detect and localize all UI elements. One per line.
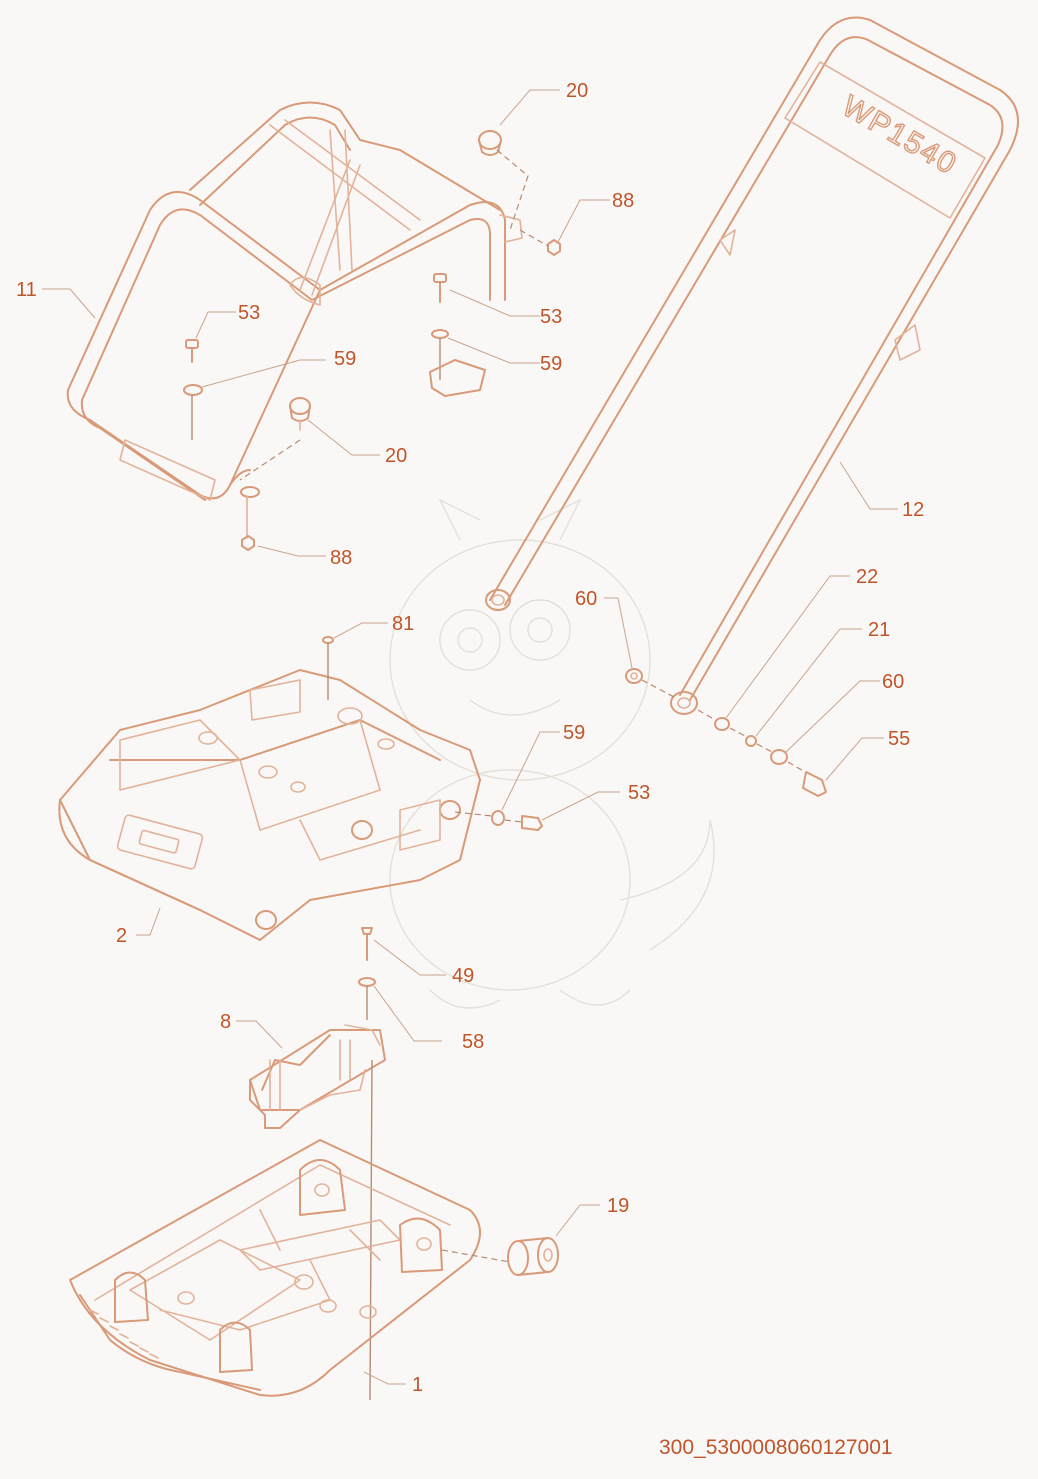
part-88-nut-upper	[547, 239, 561, 256]
brand-plate-text: WP1540	[837, 89, 964, 181]
part-1-base-plate	[69, 1139, 481, 1397]
part-20-cap-lower	[289, 397, 311, 431]
callout-22: 22	[856, 566, 878, 588]
part-11-guard-frame	[66, 101, 523, 501]
callout-59-left: 59	[334, 348, 356, 370]
callout-8: 8	[220, 1011, 231, 1033]
callout-2: 2	[116, 925, 127, 947]
axis-88-upper	[519, 229, 549, 247]
callout-21: 21	[868, 619, 890, 641]
callout-60-left: 60	[575, 588, 597, 610]
callout-20-lower: 20	[385, 445, 407, 467]
part-81-screw	[322, 636, 334, 700]
callout-59-side: 59	[563, 722, 585, 744]
callout-53-right: 53	[540, 306, 562, 328]
callout-12: 12	[902, 499, 924, 521]
part-49-screw	[361, 927, 373, 961]
callout-53-left: 53	[238, 302, 260, 324]
callout-59-right: 59	[540, 353, 562, 375]
handle-fasteners	[625, 668, 827, 797]
callout-55: 55	[888, 728, 910, 750]
callout-88-lower: 88	[330, 547, 352, 569]
part-88-nut-lower	[240, 486, 260, 551]
part-53-bolt-left	[183, 339, 203, 440]
callout-labels: 11 20 88 53 53 59 59 20 88 12 22 21 60 6…	[16, 80, 924, 1396]
part-12-handle: WP1540	[485, 16, 1019, 715]
part-20-cap-upper	[478, 130, 502, 156]
drawing-code: 300_5300008060127001	[659, 1436, 893, 1459]
watermark-dragon	[389, 498, 715, 1009]
leader-lines	[42, 89, 898, 1385]
axis-20-upper	[496, 149, 529, 231]
callout-88-upper: 88	[612, 190, 634, 212]
callout-49: 49	[452, 965, 474, 987]
part-58-washer	[358, 977, 376, 987]
callout-19: 19	[607, 1195, 629, 1217]
callout-58: 58	[462, 1031, 484, 1053]
callout-81: 81	[392, 613, 414, 635]
callout-1: 1	[412, 1374, 423, 1396]
part-8-mount-bracket	[249, 1024, 386, 1401]
part-2-upper-mass	[58, 669, 481, 941]
part-53-59-side-fastener	[454, 810, 543, 831]
callout-53-side: 53	[628, 782, 650, 804]
callout-20-upper: 20	[566, 80, 588, 102]
callout-60-right: 60	[882, 671, 904, 693]
callout-11: 11	[16, 279, 37, 301]
axis-20-lower	[239, 439, 301, 481]
part-19-rubber-buffer	[441, 1237, 559, 1276]
part-53-bolt-right	[429, 273, 486, 397]
